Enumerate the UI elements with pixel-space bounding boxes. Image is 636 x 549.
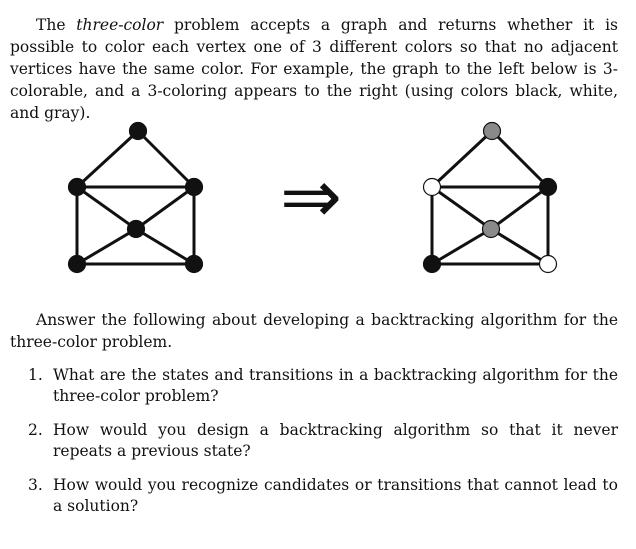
left-graph-vertices — [67, 121, 204, 274]
question-item: 2. How would you design a backtracking a… — [28, 420, 618, 462]
question-text: How would you recognize candidates or tr… — [53, 476, 618, 515]
right-vertex-upper-right — [538, 177, 558, 197]
left-vertex-lower-right — [184, 254, 204, 274]
graph-coloring-figure: ⇒ — [67, 121, 558, 274]
intro-lead: The — [36, 16, 77, 34]
intro-term: three-color — [76, 16, 164, 34]
question-item: 1. What are the states and transitions i… — [28, 365, 618, 407]
right-vertex-center — [481, 219, 501, 239]
right-vertex-upper-left — [422, 177, 442, 197]
left-vertex-lower-left — [67, 254, 87, 274]
left-vertex-top — [128, 121, 148, 141]
left-graph — [75, 129, 196, 266]
left-vertex-center — [126, 219, 146, 239]
left-vertex-upper-left — [67, 177, 87, 197]
question-number: 1. — [28, 366, 43, 384]
right-vertex-lower-left — [422, 254, 442, 274]
question-number: 2. — [28, 421, 43, 439]
question-list: 1. What are the states and transitions i… — [28, 365, 618, 530]
question-text: How would you design a backtracking algo… — [53, 421, 618, 460]
question-text: What are the states and transitions in a… — [53, 366, 618, 405]
right-vertex-lower-right — [538, 254, 558, 274]
implies-arrow-icon: ⇒ — [280, 154, 342, 240]
question-item: 3. How would you recognize candidates or… — [28, 475, 618, 517]
intro-paragraph: The three-color problem accepts a graph … — [10, 14, 618, 124]
right-graph — [430, 129, 550, 266]
question-number: 3. — [28, 476, 43, 494]
right-graph-vertices — [422, 121, 558, 274]
intro-rest: problem accepts a graph and returns whet… — [10, 16, 618, 122]
left-vertex-upper-right — [184, 177, 204, 197]
prompt-paragraph: Answer the following about developing a … — [10, 311, 618, 351]
right-vertex-top — [482, 121, 502, 141]
